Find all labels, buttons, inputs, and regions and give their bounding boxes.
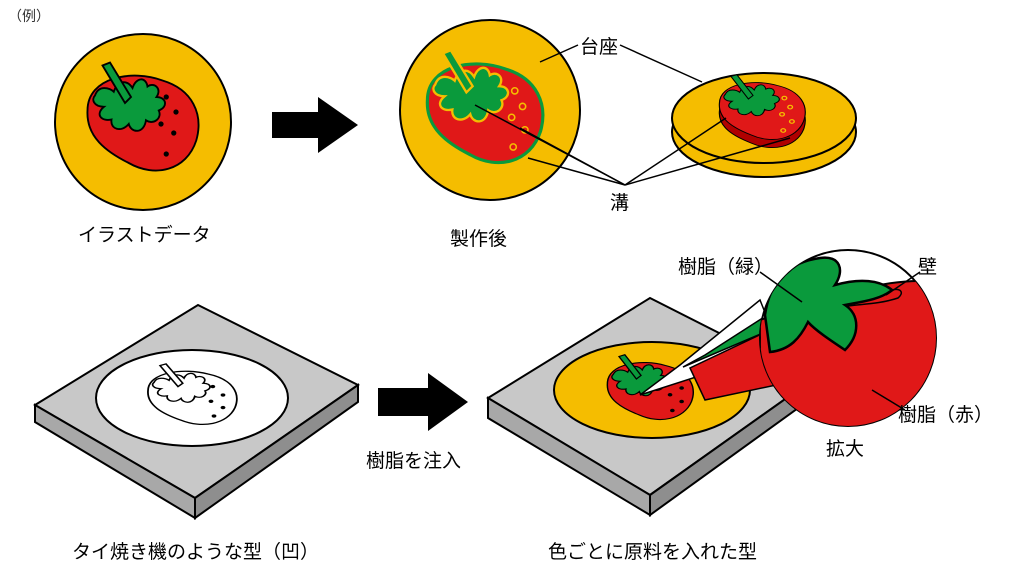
after-fabrication-figure bbox=[399, 19, 581, 201]
arrow-right-icon bbox=[272, 97, 358, 153]
leader-lines-top bbox=[474, 44, 791, 186]
illustration-data-figure bbox=[54, 33, 232, 211]
callout-resin-red: 樹脂（赤） bbox=[898, 404, 994, 426]
leader-lines-bottom bbox=[759, 271, 921, 411]
strawberry-outline-icon bbox=[147, 363, 238, 426]
caption-illust-data: イラストデータ bbox=[78, 224, 211, 246]
callout-resin-green: 樹脂（緑） bbox=[678, 256, 774, 278]
strawberry-icon bbox=[86, 61, 200, 172]
callout-enlarged: 拡大 bbox=[826, 438, 865, 460]
callout-base: 台座 bbox=[580, 36, 619, 58]
caption-filled-mold: 色ごとに原料を入れた型 bbox=[548, 541, 758, 563]
magnified-view bbox=[759, 249, 937, 427]
caption-pour-resin: 樹脂を注入 bbox=[366, 450, 462, 472]
caption-taiyaki-mold: タイ焼き機のような型（凹） bbox=[72, 541, 320, 563]
callout-groove: 溝 bbox=[610, 192, 630, 214]
mold-figure bbox=[33, 303, 360, 520]
filled-mold-figure bbox=[486, 296, 814, 517]
arrow-right-icon bbox=[378, 373, 468, 431]
base-3d-figure bbox=[671, 72, 857, 178]
caption-after-fabrication: 製作後 bbox=[450, 228, 508, 250]
callout-wall: 壁 bbox=[918, 256, 938, 278]
example-mark: （例） bbox=[8, 9, 50, 25]
